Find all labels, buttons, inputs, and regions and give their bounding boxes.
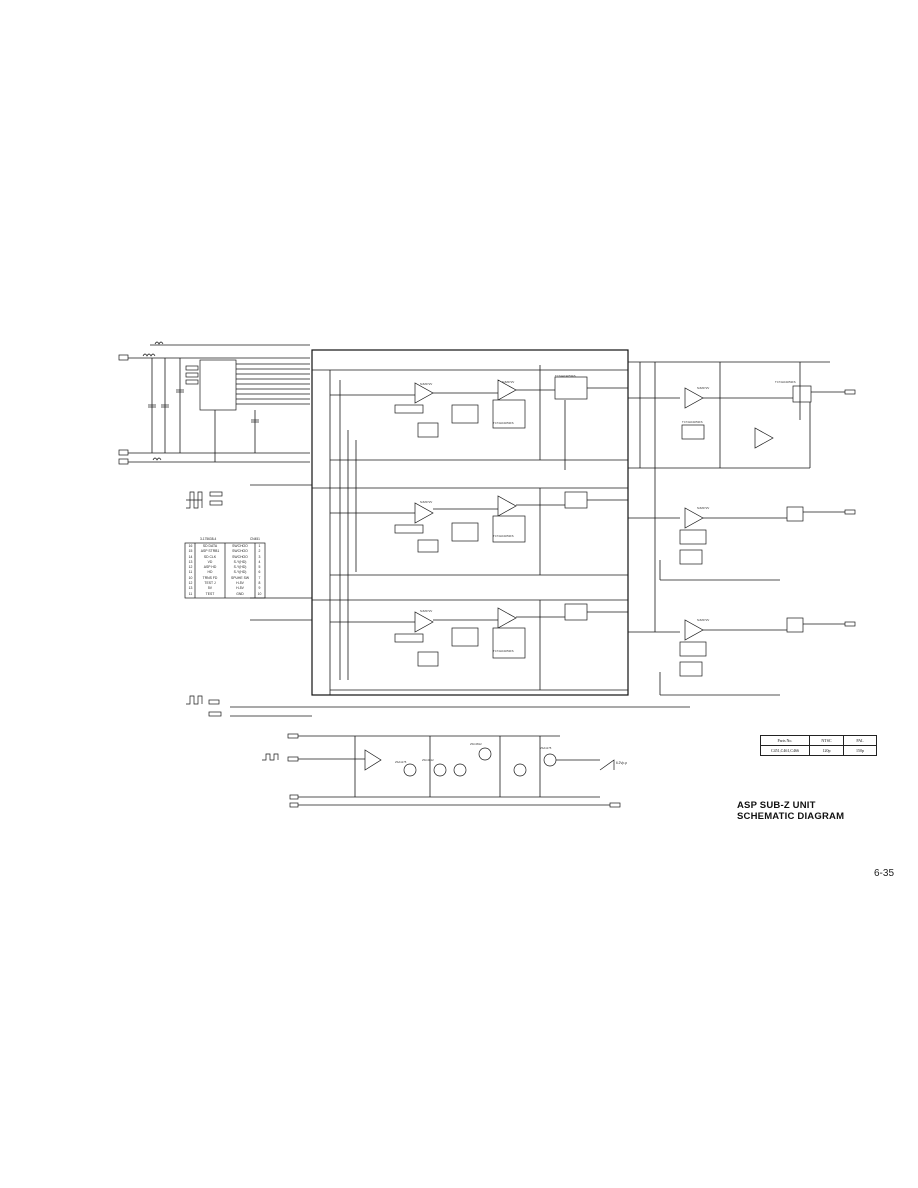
pin-right: 8 bbox=[258, 581, 261, 586]
signal-left: TRNS FD bbox=[202, 575, 218, 580]
connector-row: 14 SD CLK SWCHOO 3 bbox=[186, 555, 266, 560]
signal-right: GND bbox=[236, 591, 244, 596]
svg-text:3-175638-4: 3-175638-4 bbox=[200, 537, 217, 541]
pin-left: 11 bbox=[188, 591, 193, 596]
pin-left: 12 bbox=[188, 581, 193, 586]
signal-left: VD bbox=[207, 559, 213, 564]
signal-right: SWCHOO bbox=[232, 549, 248, 554]
signal-right: SWCHOO bbox=[232, 554, 248, 559]
pin-right: 10 bbox=[257, 591, 262, 596]
pin-right: 2 bbox=[258, 549, 261, 554]
channel-block-1 bbox=[312, 369, 628, 461]
output-stage-1 bbox=[628, 361, 856, 469]
channel-block-2 bbox=[312, 487, 628, 576]
table-header: NTSC bbox=[809, 735, 844, 746]
pin-left: 10 bbox=[188, 575, 193, 580]
right-bus bbox=[639, 362, 801, 632]
pin-right: 5 bbox=[258, 565, 261, 570]
signal-right: H-5V bbox=[236, 586, 244, 591]
signal-right: S-Y(HD) bbox=[233, 565, 247, 570]
title-line-2: SCHEMATIC DIAGRAM bbox=[737, 811, 845, 822]
ramp-generator: 6.2Vp-p bbox=[287, 733, 627, 808]
pin-right: 9 bbox=[258, 586, 261, 591]
output-stage-3 bbox=[628, 617, 856, 696]
svg-text:6.2Vp-p: 6.2Vp-p bbox=[616, 761, 627, 765]
connector-pin-list: 16 SD DATA SWCHOO 1 15 ASP STRB1 SWCHOO … bbox=[186, 544, 266, 597]
table-cell: 120p bbox=[809, 745, 844, 756]
signal-left: SD DATA bbox=[202, 544, 218, 548]
signal-left: ASP STRB1 bbox=[200, 549, 220, 554]
table-header: PAL bbox=[843, 735, 877, 746]
output-stage-2 bbox=[628, 506, 856, 581]
pin-right: 6 bbox=[258, 570, 261, 575]
pin-right: 1 bbox=[258, 544, 261, 548]
connector-row: 11 TEST GND 10 bbox=[186, 592, 266, 597]
pin-right: 3 bbox=[258, 554, 261, 559]
page-number: 6-35 bbox=[874, 868, 895, 879]
signal-right: SPUHE SW bbox=[230, 575, 250, 580]
signal-right: S-Y(HD) bbox=[233, 570, 247, 575]
pin-right: 4 bbox=[258, 559, 261, 564]
pin-left: 16 bbox=[188, 544, 193, 548]
signal-right: H-5V bbox=[236, 581, 244, 586]
table-cell: C451,C461,C466 bbox=[760, 745, 810, 756]
signal-right: SWCHOO bbox=[232, 544, 248, 548]
connector-row: 16 SD DATA SWCHOO 1 bbox=[186, 544, 266, 549]
main-frame bbox=[311, 349, 629, 696]
pin-left: 13 bbox=[188, 586, 193, 591]
signal-left: TEST bbox=[205, 591, 215, 596]
table-cell: 150p bbox=[843, 745, 877, 756]
internal-bus bbox=[230, 365, 690, 717]
pin-right: 7 bbox=[258, 575, 261, 580]
pin-left: 14 bbox=[188, 554, 193, 559]
connector-row: 13 VD S-Y(HD) 4 bbox=[186, 560, 266, 565]
svg-text:CN451: CN451 bbox=[250, 537, 260, 541]
signal-right: S-Y(HD) bbox=[233, 559, 247, 564]
connector-row: 10 TRNS FD SPUHE SW 7 bbox=[186, 576, 266, 581]
parts-value-table: Parts No. NTSC PAL C451,C461,C466 120p 1… bbox=[760, 735, 877, 756]
table-row: C451,C461,C466 120p 150p bbox=[760, 745, 877, 756]
pin-left: 15 bbox=[188, 549, 193, 554]
pin-left: 11 bbox=[188, 570, 193, 575]
title-line-1: ASP SUB-Z UNIT bbox=[737, 800, 816, 811]
diagram-title: ASP SUB-Z UNIT SCHEMATIC DIAGRAM bbox=[737, 800, 897, 822]
channel-block-3 bbox=[312, 599, 628, 691]
connector-row: 12 ASP HD S-Y(HD) 5 bbox=[186, 565, 266, 570]
pin-left: 12 bbox=[188, 565, 193, 570]
table-header-row: Parts No. NTSC PAL bbox=[760, 735, 877, 746]
connector-row: 13 5V H-5V 9 bbox=[186, 586, 266, 591]
power-input-section bbox=[118, 341, 310, 465]
signal-left: HD bbox=[207, 570, 213, 575]
signal-left: 5V bbox=[207, 586, 213, 591]
signal-left: TEST J bbox=[204, 581, 216, 586]
waveform-symbols bbox=[186, 491, 279, 761]
connector-cn451: 3-175638-4 CN451 bbox=[184, 537, 266, 599]
pin-left: 13 bbox=[188, 559, 193, 564]
connector-row: 12 TEST J H-5V 8 bbox=[186, 581, 266, 586]
table-header: Parts No. bbox=[760, 735, 810, 746]
connector-row: 11 HD S-Y(HD) 6 bbox=[186, 570, 266, 575]
connector-row: 15 ASP STRB1 SWCHOO 2 bbox=[186, 549, 266, 554]
signal-left: ASP HD bbox=[203, 565, 217, 570]
signal-left: SD CLK bbox=[203, 554, 217, 559]
